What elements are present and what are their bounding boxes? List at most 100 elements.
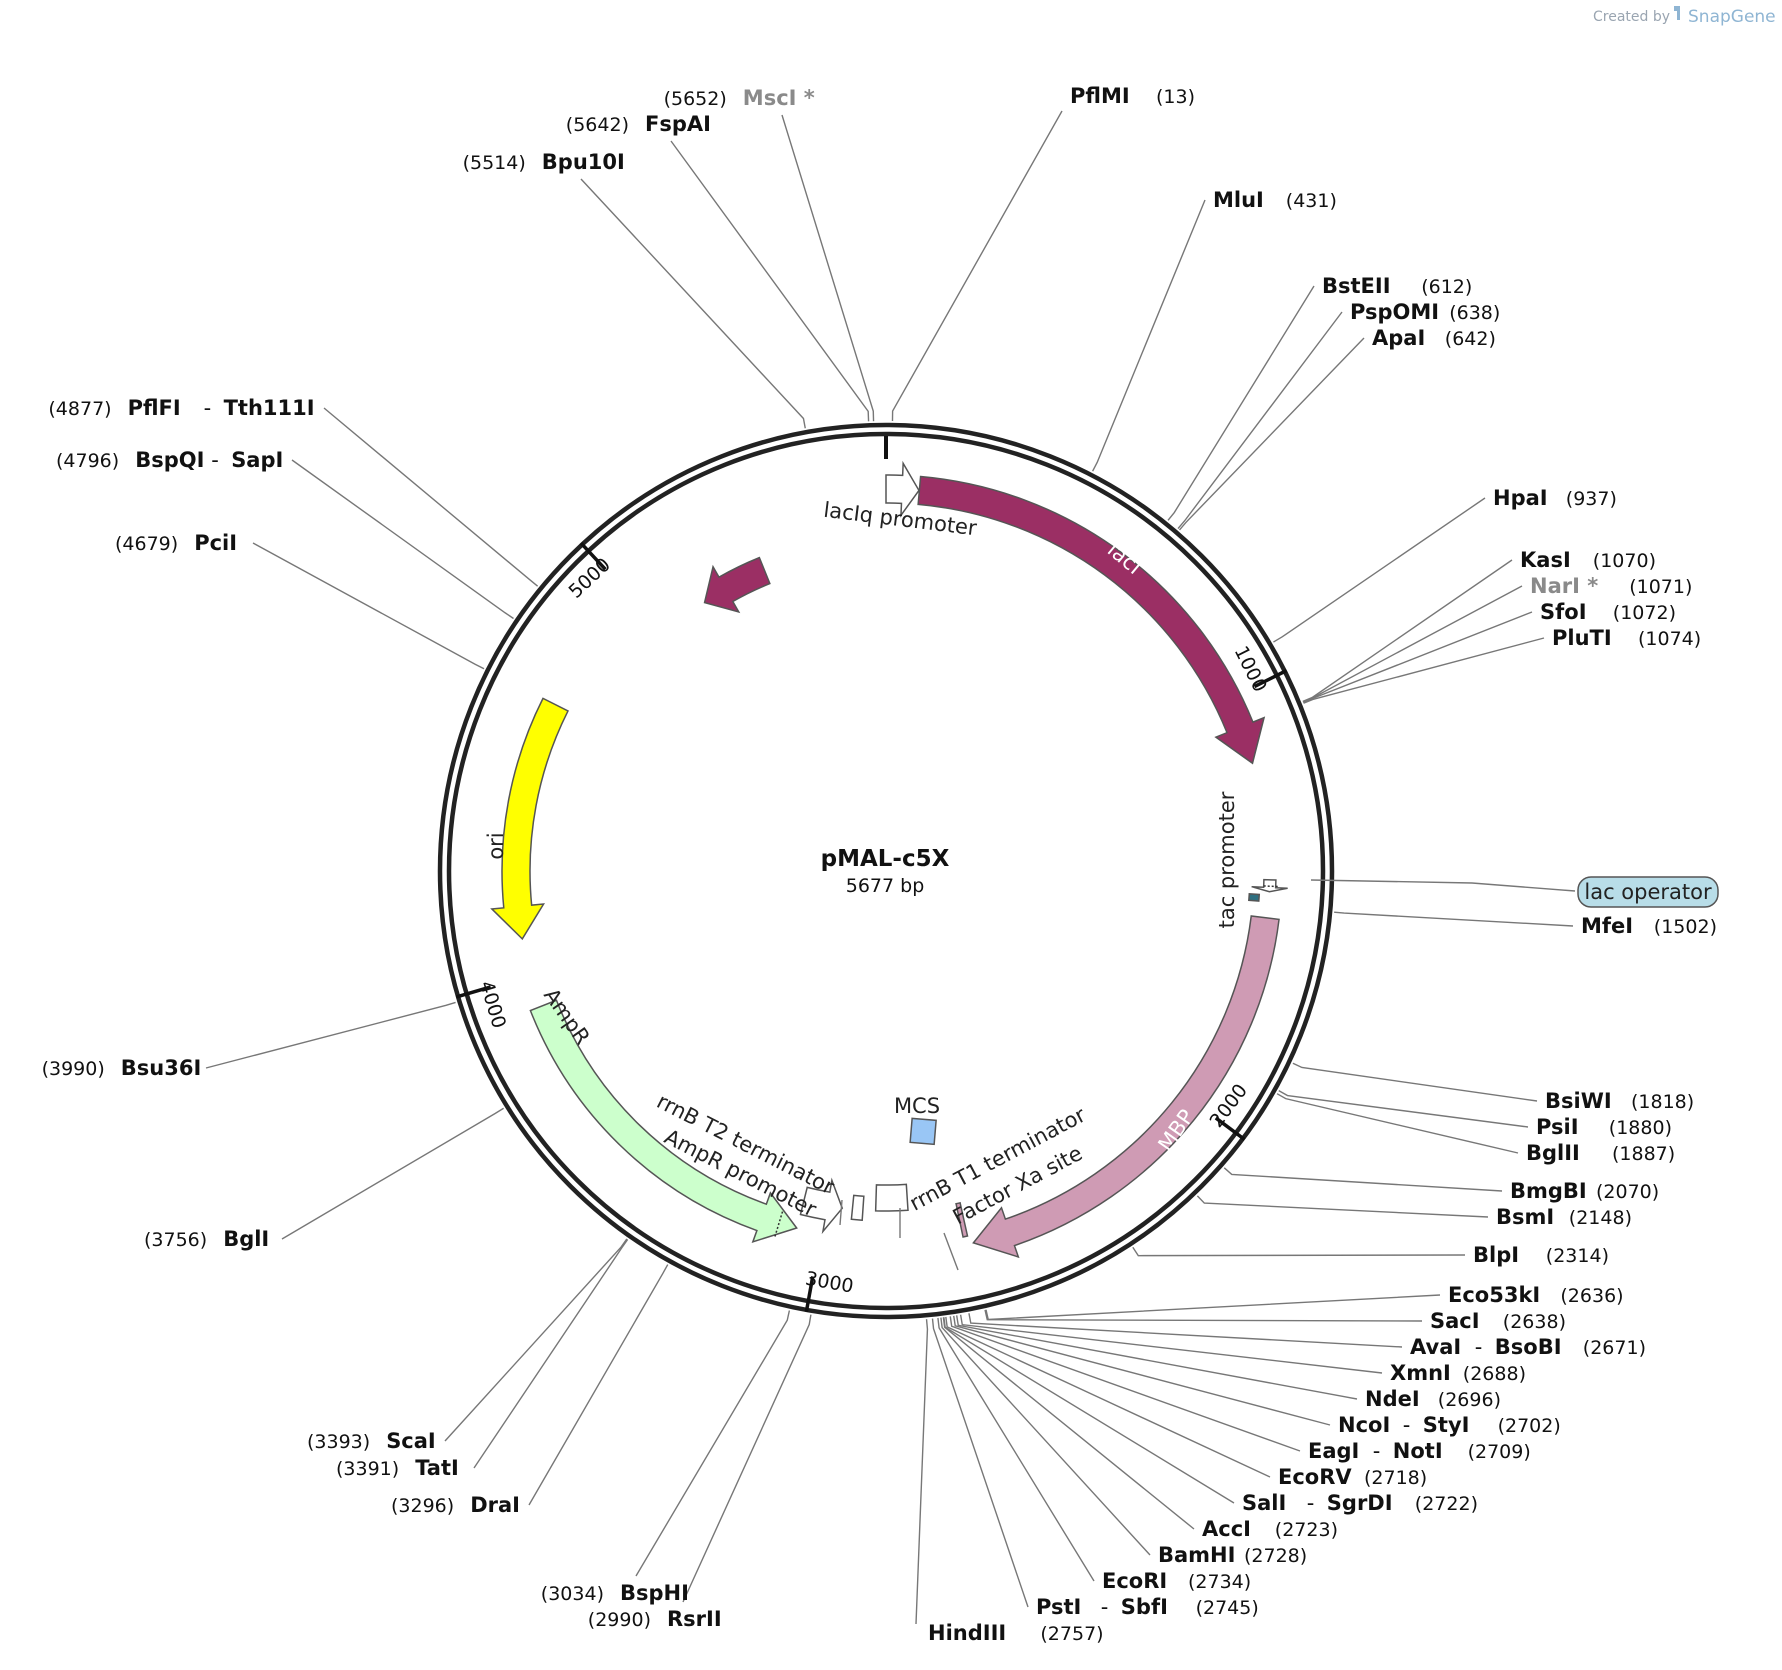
- site-bsteii: BstEII(612): [1322, 274, 1472, 298]
- feature-factor-xa: [955, 1201, 969, 1238]
- feature-lacI: [917, 475, 1266, 765]
- site-leader: [205, 1001, 456, 1069]
- site-name: BmgBI: [1510, 1179, 1587, 1203]
- site-leader: [937, 1317, 1095, 1582]
- site-name: MscI *: [743, 86, 815, 110]
- site-position: (1880): [1609, 1117, 1672, 1139]
- site-name: SfoI: [1540, 600, 1587, 624]
- site-position: (2757): [1040, 1623, 1103, 1645]
- site-bglii: BglII (1887): [1526, 1141, 1675, 1165]
- site-bsmi: BsmI(2148): [1496, 1205, 1632, 1229]
- site-eagi: EagI-NotI(2709): [1308, 1439, 1531, 1463]
- feature-rop: [703, 556, 771, 614]
- site-leader: [1302, 559, 1513, 703]
- site-eco53ki: Eco53kI(2636): [1448, 1283, 1624, 1307]
- site-leader: [781, 114, 875, 422]
- site-position: (2990): [588, 1609, 651, 1631]
- site-leader: [1302, 585, 1523, 703]
- feature-label-rop: rop: [636, 530, 678, 569]
- site-position: (2314): [1546, 1245, 1609, 1267]
- site-leader: [955, 1315, 1358, 1400]
- feature-lacIq-promoter: [885, 460, 920, 518]
- credit-brand: SnapGene: [1688, 7, 1776, 27]
- site-leader: [1334, 911, 1574, 927]
- site-leader: [670, 140, 870, 422]
- backbone-outer-ring: [437, 422, 1335, 1320]
- feature-label-tac-promoter: tac promoter: [1215, 791, 1239, 928]
- site-name: BsmI: [1496, 1205, 1554, 1229]
- site-position: (2688): [1463, 1363, 1526, 1385]
- site-leader: [1292, 1062, 1538, 1102]
- site-leader: [252, 542, 485, 670]
- site-position: (638): [1449, 302, 1500, 324]
- site-name: PspOMI: [1350, 300, 1439, 324]
- site-position: (937): [1566, 488, 1617, 510]
- site-pspomi: PspOMI (638): [1350, 300, 1500, 324]
- site-position: (3393): [307, 1431, 370, 1453]
- tick-mark: [804, 1276, 815, 1313]
- site-msci: (5652) MscI *: [664, 86, 815, 110]
- feature-rrnB-T1: [874, 1183, 909, 1212]
- site-hpai: HpaI(937): [1493, 486, 1617, 510]
- site-leader: [682, 1314, 812, 1603]
- site-ncoi: NcoI-StyI(2702): [1338, 1413, 1561, 1437]
- site-position: (4796): [56, 450, 119, 472]
- tick-mark: [1253, 668, 1288, 689]
- site-acci: AccI(2723): [1202, 1517, 1338, 1541]
- site-pflmi: PflMI(13): [1070, 84, 1195, 108]
- site-leader: [984, 1309, 1423, 1322]
- site-leader: [1276, 1093, 1519, 1154]
- site-leader: [968, 1313, 1403, 1348]
- site-leader: [940, 1317, 1151, 1556]
- site-position: (2696): [1438, 1389, 1501, 1411]
- site-name: DraI: [470, 1493, 520, 1517]
- site-bsphi: (3034)BspHI: [541, 1581, 689, 1605]
- site-name: BsiWI: [1545, 1089, 1612, 1113]
- site-leader: [635, 1310, 791, 1577]
- site-leader: [942, 1317, 1195, 1530]
- site-position: (612): [1421, 276, 1472, 298]
- feature-ori: [490, 697, 570, 941]
- site-name: BspQI: [135, 448, 204, 472]
- site-position: (642): [1445, 328, 1496, 350]
- feature-MCS: [909, 1117, 937, 1146]
- site-name: PciI: [194, 531, 237, 555]
- site-leader-lines: [205, 110, 1574, 1625]
- snapgene-logo-icon: [1674, 6, 1680, 20]
- site-name: SalI: [1242, 1491, 1286, 1515]
- site-position: (3296): [391, 1495, 454, 1517]
- site-pcii: (4679)PciI: [115, 531, 237, 555]
- site-name-alias: SbfI: [1121, 1595, 1168, 1619]
- site-position: (2734): [1188, 1571, 1251, 1593]
- lac-operator-leader: [1310, 879, 1576, 892]
- site-leader: [949, 1316, 1301, 1452]
- site-name: BglII: [1526, 1141, 1580, 1165]
- site-name-alias: Tth111I: [224, 396, 315, 420]
- site-position: (3990): [42, 1058, 105, 1080]
- site-bspqi: (4796)BspQI-SapI: [56, 448, 283, 472]
- feature-lac-operator: [1248, 893, 1261, 902]
- feature-rrnB-T2: [850, 1194, 865, 1221]
- lac-operator-pill: [1577, 876, 1719, 908]
- site-dash: -: [1101, 1595, 1109, 1619]
- site-name: MfeI: [1581, 914, 1633, 938]
- site-avai: AvaI-BsoBI(2671): [1410, 1335, 1646, 1359]
- site-position: (5652): [664, 88, 727, 110]
- site-position: (4877): [48, 398, 111, 420]
- site-name: EcoRI: [1102, 1569, 1167, 1593]
- site-position: (2709): [1468, 1441, 1531, 1463]
- site-bmgbi: BmgBI(2070): [1510, 1179, 1659, 1203]
- site-apai: ApaI(642): [1372, 326, 1496, 350]
- site-ecorv: EcoRV(2718): [1278, 1465, 1427, 1489]
- site-position: (1887): [1612, 1143, 1675, 1165]
- site-dash: -: [1373, 1439, 1381, 1463]
- site-leader: [473, 1239, 629, 1469]
- feature-ampR-promoter: [799, 1177, 844, 1235]
- tick-label: 5000: [565, 554, 615, 603]
- site-position: (1071): [1629, 576, 1692, 598]
- site-position: (1072): [1613, 602, 1676, 624]
- site-name: RsrII: [667, 1607, 722, 1631]
- site-position: (13): [1156, 86, 1195, 108]
- site-leader: [444, 1238, 628, 1442]
- site-name: AvaI: [1410, 1335, 1461, 1359]
